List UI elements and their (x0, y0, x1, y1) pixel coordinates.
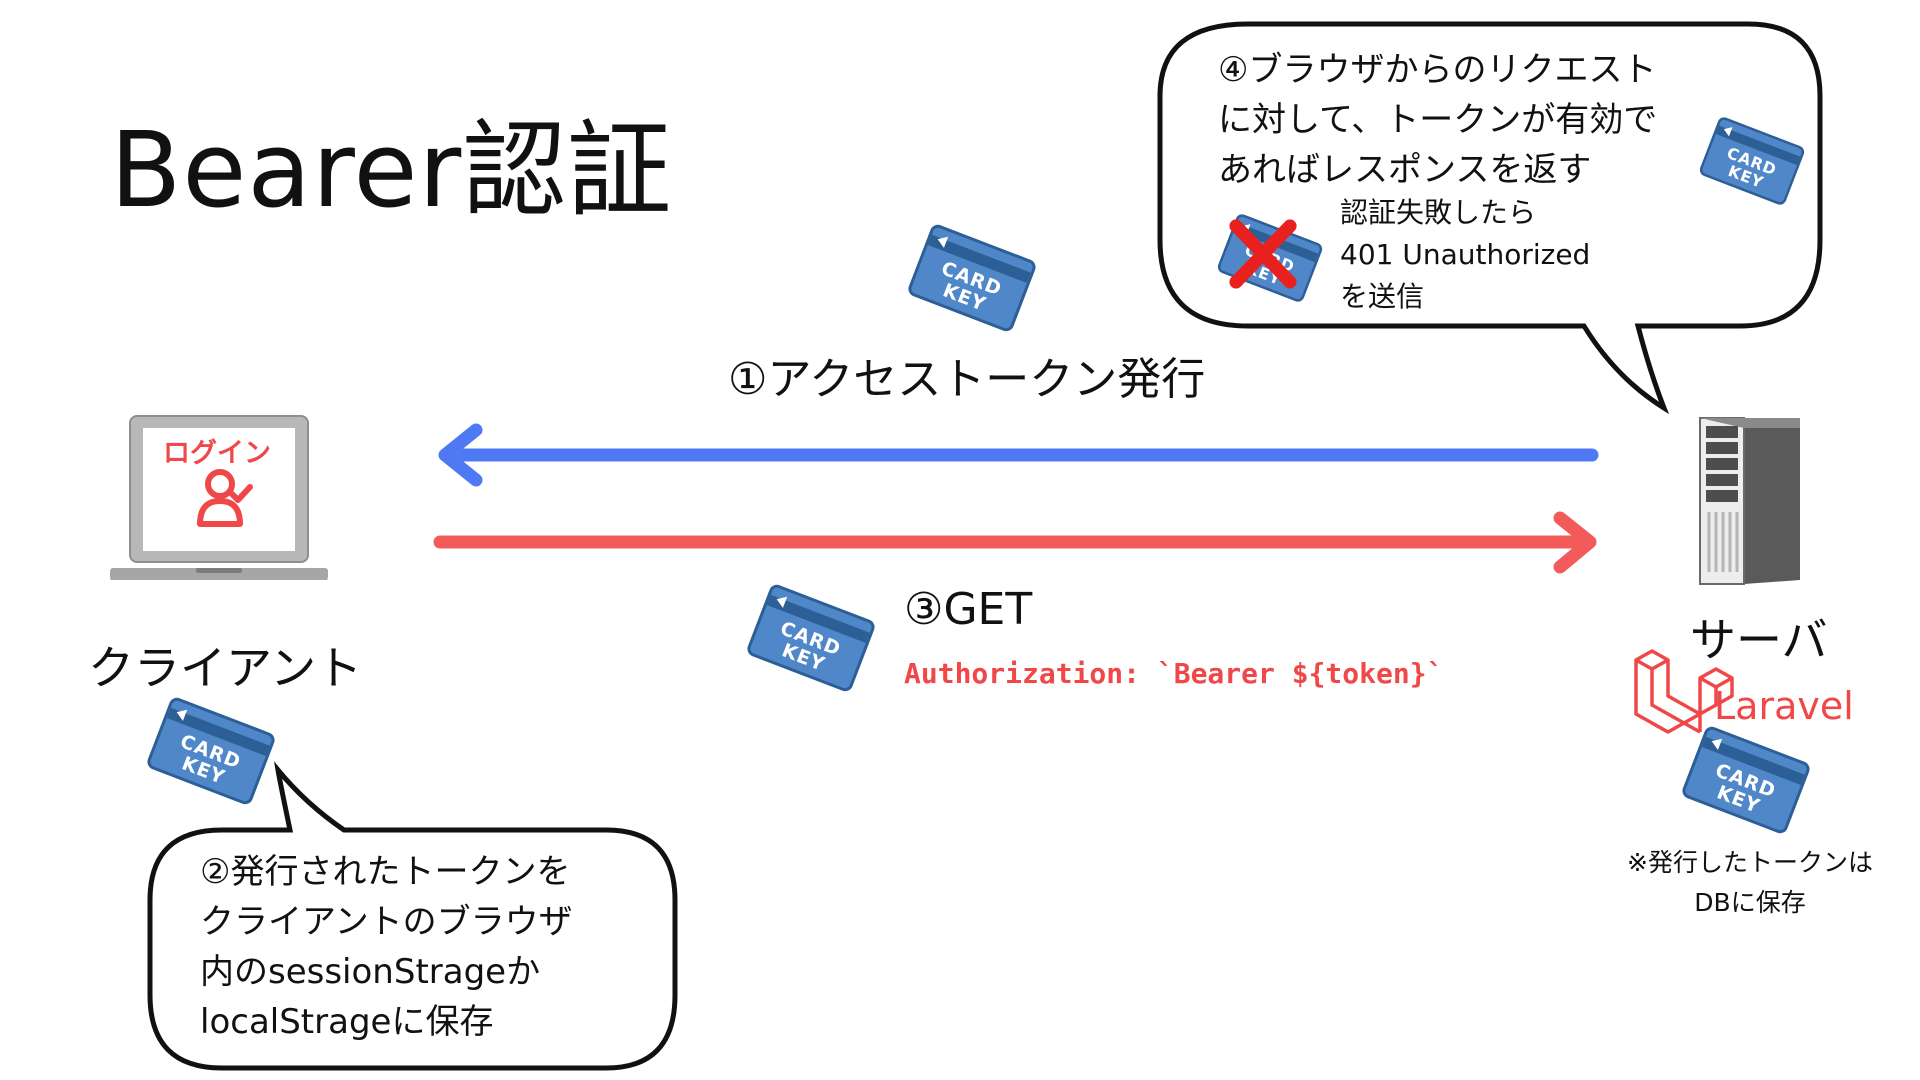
note-line: DBに保存 (1694, 888, 1806, 917)
bubble4-line: あればレスポンスを返す (1218, 150, 1592, 190)
auth-failure-text: 認証失敗したら 401 Unauthorized を送信 (1340, 192, 1590, 318)
failure-line: を送信 (1340, 280, 1425, 313)
server-note: ※発行したトークンは DBに保存 (1590, 843, 1910, 923)
server-icon (1699, 417, 1800, 585)
login-screen-label: ログイン (163, 438, 271, 469)
laptop-icon (110, 415, 328, 580)
note-line: ※発行したトークンは (1627, 848, 1873, 877)
bubble2-line: 内のsessionStrageか (200, 952, 541, 992)
failure-line: 認証失敗したら (1340, 196, 1537, 229)
speech-bubble-4 (1157, 21, 1823, 415)
step3-label: ③GET (904, 584, 1033, 635)
user-check-icon (197, 469, 253, 527)
authorization-header: Authorization: `Bearer ${token}` (904, 657, 1444, 690)
laravel-logo-icon (1634, 649, 1734, 734)
step1-label: ①アクセストークン発行 (728, 354, 1206, 405)
bubble4-line: に対して、トークンが有効で (1218, 100, 1658, 140)
cross-overlay-icon (1229, 219, 1297, 289)
bubble2-line: localStrageに保存 (200, 1002, 494, 1042)
bubble2-line: クライアントのブラウザ (200, 902, 573, 942)
bubble4-line: ④ブラウザからのリクエスト (1218, 50, 1657, 90)
client-label: クライアント (88, 641, 363, 695)
laravel-label: Laravel (1714, 684, 1854, 728)
speech-bubble-2 (147, 761, 678, 1071)
bubble4-text: ④ブラウザからのリクエスト に対して、トークンが有効で あればレスポンスを返す (1218, 45, 1657, 195)
get-request-arrow (433, 511, 1597, 574)
server-label: サーバ (1690, 613, 1828, 667)
bubble2-text: ②発行されたトークンを クライアントのブラウザ 内のsessionStrageか… (200, 847, 573, 1047)
issue-token-arrow (438, 423, 1599, 487)
failure-line: 401 Unauthorized (1340, 238, 1591, 271)
page-title: Bearer認証 (110, 109, 673, 231)
bubble2-line: ②発行されたトークンを (200, 852, 571, 892)
